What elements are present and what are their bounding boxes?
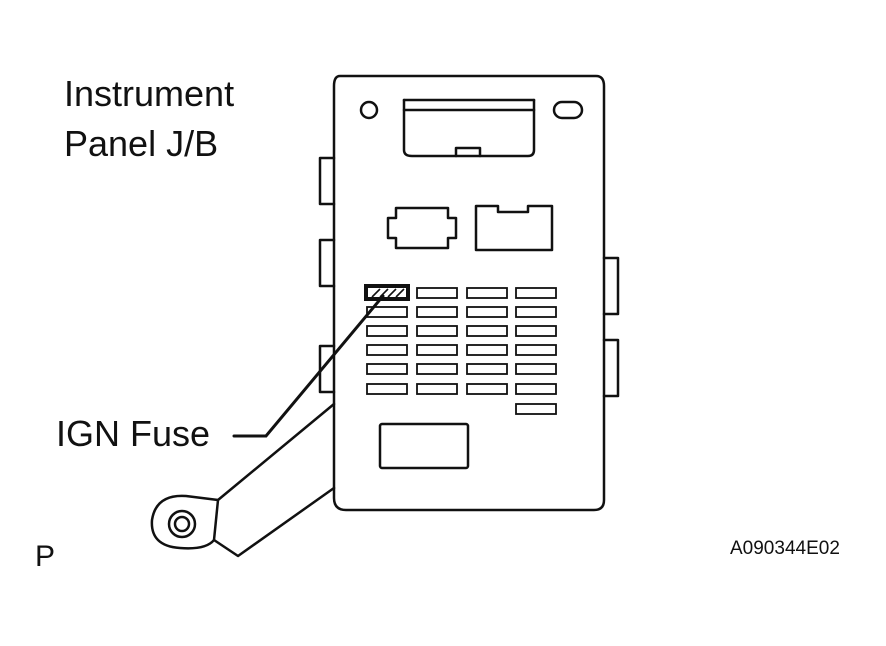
top-connector-recess <box>402 98 536 158</box>
fuse-slot <box>366 306 408 318</box>
fuse-slot <box>416 363 458 375</box>
mounting-hole-left <box>359 100 379 120</box>
diagram-title-line-2: Panel J/B <box>64 123 219 164</box>
relay-socket-left <box>386 206 458 250</box>
relay-socket-right <box>474 204 554 252</box>
fuse-slot <box>515 344 557 356</box>
fuse-slot <box>366 325 408 337</box>
side-tab-left-3 <box>318 344 336 394</box>
fuse-slot <box>515 363 557 375</box>
fuse-slot <box>466 344 508 356</box>
ign-fuse-leader-line <box>232 294 385 438</box>
figure-code: A090344E02 <box>730 538 840 559</box>
ign-fuse-highlight <box>364 284 410 301</box>
fuse-slot <box>366 344 408 356</box>
fuse-slot <box>416 344 458 356</box>
fuse-slot <box>515 403 557 415</box>
side-tab-right-1 <box>602 256 620 316</box>
side-tab-left-1 <box>318 156 336 206</box>
side-tab-right-2 <box>602 338 620 398</box>
fuse-slot <box>515 306 557 318</box>
fuse-slot <box>466 325 508 337</box>
fuse-slot <box>416 287 458 299</box>
fuse-slot <box>515 287 557 299</box>
page-letter: P <box>35 540 56 573</box>
fuse-slot <box>515 383 557 395</box>
fuse-slot <box>466 306 508 318</box>
fuse-slot <box>366 363 408 375</box>
diagram-title-line-1: Instrument <box>64 73 235 114</box>
fuse-slot <box>416 325 458 337</box>
junction-block-housing <box>332 74 606 512</box>
mounting-bracket <box>150 402 336 558</box>
fuse-slot <box>466 287 508 299</box>
mounting-slot-right <box>552 100 584 120</box>
fuse-slot <box>416 306 458 318</box>
bracket-bolt-inner <box>173 515 191 533</box>
bracket-bolt-outer <box>167 509 197 539</box>
fuse-slot <box>466 383 508 395</box>
side-tab-left-2 <box>318 238 336 288</box>
bottom-connector <box>378 422 470 470</box>
fuse-slot <box>515 325 557 337</box>
fuse-grid <box>366 287 557 415</box>
fuse-slot <box>366 383 408 395</box>
fuse-slot <box>416 383 458 395</box>
fuse-slot <box>466 363 508 375</box>
ign-fuse-label: IGN Fuse <box>56 413 211 454</box>
